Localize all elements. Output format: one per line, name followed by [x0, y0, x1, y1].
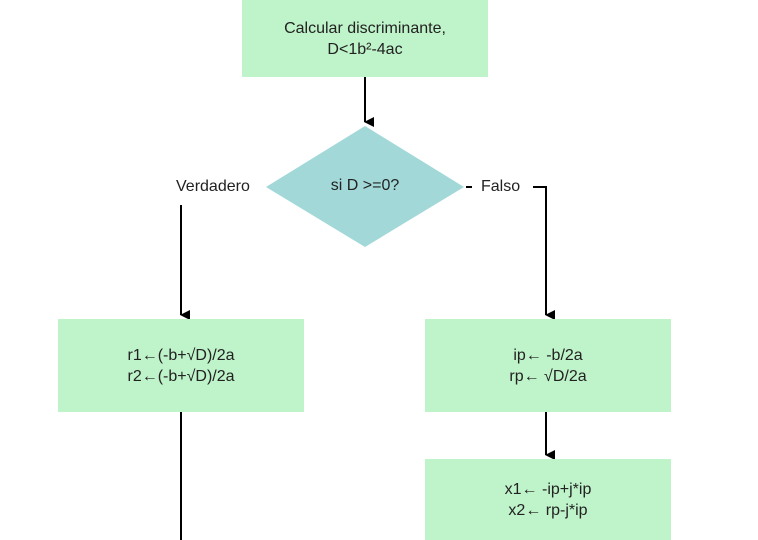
decision-diamond	[266, 126, 464, 247]
complex-roots-line-2: x2← rp-j*ip	[508, 501, 588, 519]
discriminant-line-2: D<1b²-4ac	[327, 40, 403, 58]
real-roots-line-2: r2←(-b+√D)/2a	[127, 367, 235, 385]
branch-label-false: Falso	[481, 178, 521, 195]
arrow-false-branch	[533, 186, 555, 320]
process-complex-roots: x1← -ip+j*ip x2← rp-j*ip	[425, 459, 671, 540]
real-roots-line-1: r1←(-b+√D)/2a	[127, 346, 235, 364]
complex-roots-line-1: x1← -ip+j*ip	[504, 480, 592, 498]
branch-label-true: Verdadero	[176, 178, 250, 195]
process-calcular-discriminante: Calcular discriminante, D<1b²-4ac	[242, 0, 488, 77]
complex-parts-line-1: ip← -b/2a	[513, 346, 583, 364]
process-real-roots: r1←(-b+√D)/2a r2←(-b+√D)/2a	[58, 319, 304, 412]
decision-label: si D >=0?	[330, 177, 400, 194]
discriminant-line-1: Calcular discriminante,	[284, 19, 446, 37]
process-complex-parts: ip← -b/2a rp← √D/2a	[425, 319, 671, 412]
complex-parts-line-2: rp← √D/2a	[509, 367, 587, 385]
